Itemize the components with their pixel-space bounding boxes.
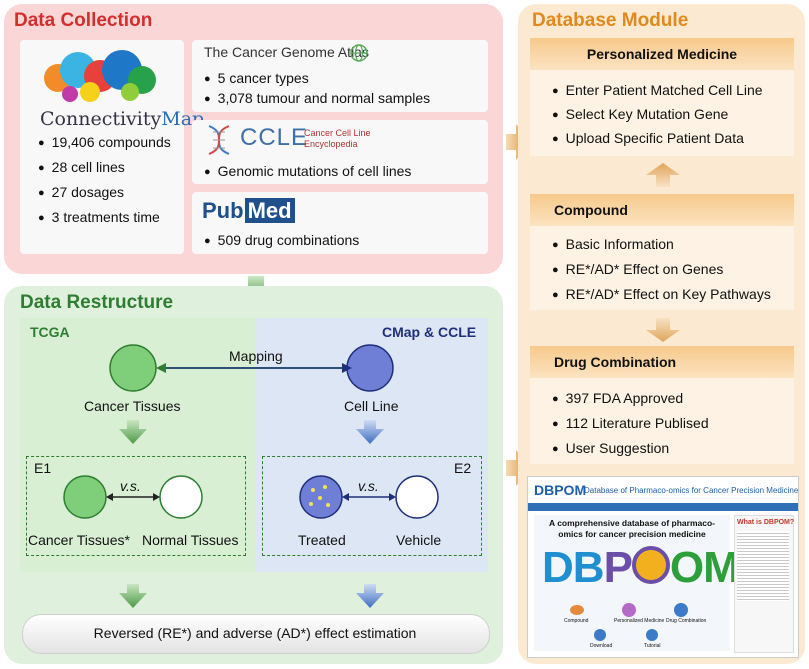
treated-circle xyxy=(299,475,343,519)
drug-combination-heading: Drug Combination xyxy=(530,346,794,378)
data-restructure-title: Data Restructure xyxy=(20,292,174,313)
cancer-tissues-label: Cancer Tissues xyxy=(84,398,181,414)
cmap-logo-text-a: Connectivity xyxy=(40,108,162,130)
compound-item: RE*/AD* Effect on Key Pathways xyxy=(552,286,771,302)
website-big-logo: DBP OM xyxy=(542,543,740,592)
website-main xyxy=(534,515,730,651)
cmap-ccle-label: CMap & CCLE xyxy=(382,324,477,340)
cell-line-circle xyxy=(346,344,394,392)
dbpom-website-screenshot: DBP OM Database of Pharmaco-omics for Can… xyxy=(527,476,799,658)
ccle-name-line1: Cancer Cell Line xyxy=(304,128,371,138)
drug-combination-item: 397 FDA Approved xyxy=(552,390,684,406)
effect-estimation-box xyxy=(22,614,490,654)
normal-tissues-label: Normal Tissues xyxy=(142,532,239,548)
cancer-tissues-circle xyxy=(109,344,157,392)
ccle-abbr: CCLE xyxy=(240,124,309,151)
ccle-name-line2: Encyclopedia xyxy=(304,139,358,149)
tcga-item: 5 cancer types xyxy=(204,70,309,86)
drug-combination-item: User Suggestion xyxy=(552,440,670,456)
cmap-item: 3 treatments time xyxy=(38,209,160,225)
database-module-title: Database Module xyxy=(532,10,689,31)
e1-box xyxy=(26,456,246,556)
compound-item: RE*/AD* Effect on Genes xyxy=(552,261,724,277)
website-icon-label: Tutorial xyxy=(644,643,661,649)
down-arrow-icon xyxy=(356,584,384,608)
vehicle-circle xyxy=(395,475,439,519)
effect-estimation-label: Reversed (RE*) and adverse (AD*) effect … xyxy=(93,625,417,641)
pubmed-item: 509 drug combinations xyxy=(204,232,360,248)
download-icon xyxy=(594,629,606,641)
cmap-item: 28 cell lines xyxy=(38,159,125,175)
tcga-logo: The Cancer Genome Atlas xyxy=(204,44,369,60)
treated-label: Treated xyxy=(298,532,346,548)
e2-box xyxy=(262,456,482,556)
website-sidebar-text xyxy=(737,531,789,601)
website-icon-label: Drug Combination xyxy=(666,618,707,624)
tutorial-icon xyxy=(646,629,658,641)
vehicle-label: Vehicle xyxy=(396,532,442,548)
up-arrow-icon xyxy=(646,163,680,187)
cmap-circles-icon xyxy=(44,50,156,102)
compound-icon xyxy=(570,605,584,615)
pubmed-logo-a: Pub xyxy=(202,198,244,223)
globe-icon xyxy=(350,44,368,62)
personalized-item: Enter Patient Matched Cell Line xyxy=(552,82,763,98)
compound-item: Basic Information xyxy=(552,236,674,252)
cancer-tissues-circle xyxy=(63,475,107,519)
vs-label: v.s. xyxy=(358,478,379,494)
mapping-label: Mapping xyxy=(229,348,283,364)
website-headline: A comprehensive database of pharmaco-omi… xyxy=(549,518,715,539)
connectivity-map-logo: ConnectivityMap xyxy=(30,48,204,130)
website-icon-label: Compound xyxy=(564,618,589,624)
drug-combination-icon xyxy=(674,603,688,617)
drug-combination-item: 112 Literature Publised xyxy=(552,415,709,431)
cmap-item: 19,406 compounds xyxy=(38,134,171,150)
cell-line-label: Cell Line xyxy=(344,398,399,414)
website-navbar xyxy=(528,503,798,511)
compare-arrow-icon xyxy=(342,493,396,501)
website-sidebar-title: What is DBPOM? xyxy=(737,519,795,526)
e1-label: E1 xyxy=(34,460,52,476)
website-subtitle: Database of Pharmaco-omics for Cancer Pr… xyxy=(584,486,799,495)
website-icon-label: Personalized Medicine xyxy=(614,618,665,624)
compare-arrow-icon xyxy=(106,493,160,501)
cmap-item: 27 dosages xyxy=(38,184,124,200)
down-arrow-icon xyxy=(119,584,147,608)
cancer-tissues-star-label: Cancer Tissues* xyxy=(28,532,130,548)
website-big-logo-c: OM xyxy=(669,543,740,592)
personalized-item: Upload Specific Patient Data xyxy=(552,130,744,146)
website-big-logo-a: DB xyxy=(542,543,605,592)
down-arrow-icon xyxy=(646,318,680,342)
e2-label: E2 xyxy=(454,460,472,476)
compound-heading: Compound xyxy=(530,194,794,226)
down-arrow-icon xyxy=(119,420,147,444)
pill-icon xyxy=(631,546,670,584)
dna-icon xyxy=(208,125,230,155)
personalized-medicine-heading: Personalized Medicine xyxy=(530,38,794,70)
down-arrow-icon xyxy=(356,420,384,444)
data-collection-title: Data Collection xyxy=(14,10,153,31)
tcga-item: 3,078 tumour and normal samples xyxy=(204,90,430,106)
normal-tissues-circle xyxy=(159,475,203,519)
tcga-name: The Cancer Genome Atlas xyxy=(204,44,369,60)
personalized-item: Select Key Mutation Gene xyxy=(552,106,729,122)
ccle-item: Genomic mutations of cell lines xyxy=(204,163,412,179)
website-icon-label: Download xyxy=(590,643,613,649)
website-logo: DBPOM xyxy=(534,482,587,498)
pubmed-logo-b: Med xyxy=(244,198,295,223)
vs-label: v.s. xyxy=(120,478,141,494)
website-big-logo-b: P xyxy=(603,543,633,592)
mapping-arrow-icon xyxy=(156,363,352,373)
personalized-medicine-icon xyxy=(622,603,636,617)
tcga-label: TCGA xyxy=(30,324,70,340)
